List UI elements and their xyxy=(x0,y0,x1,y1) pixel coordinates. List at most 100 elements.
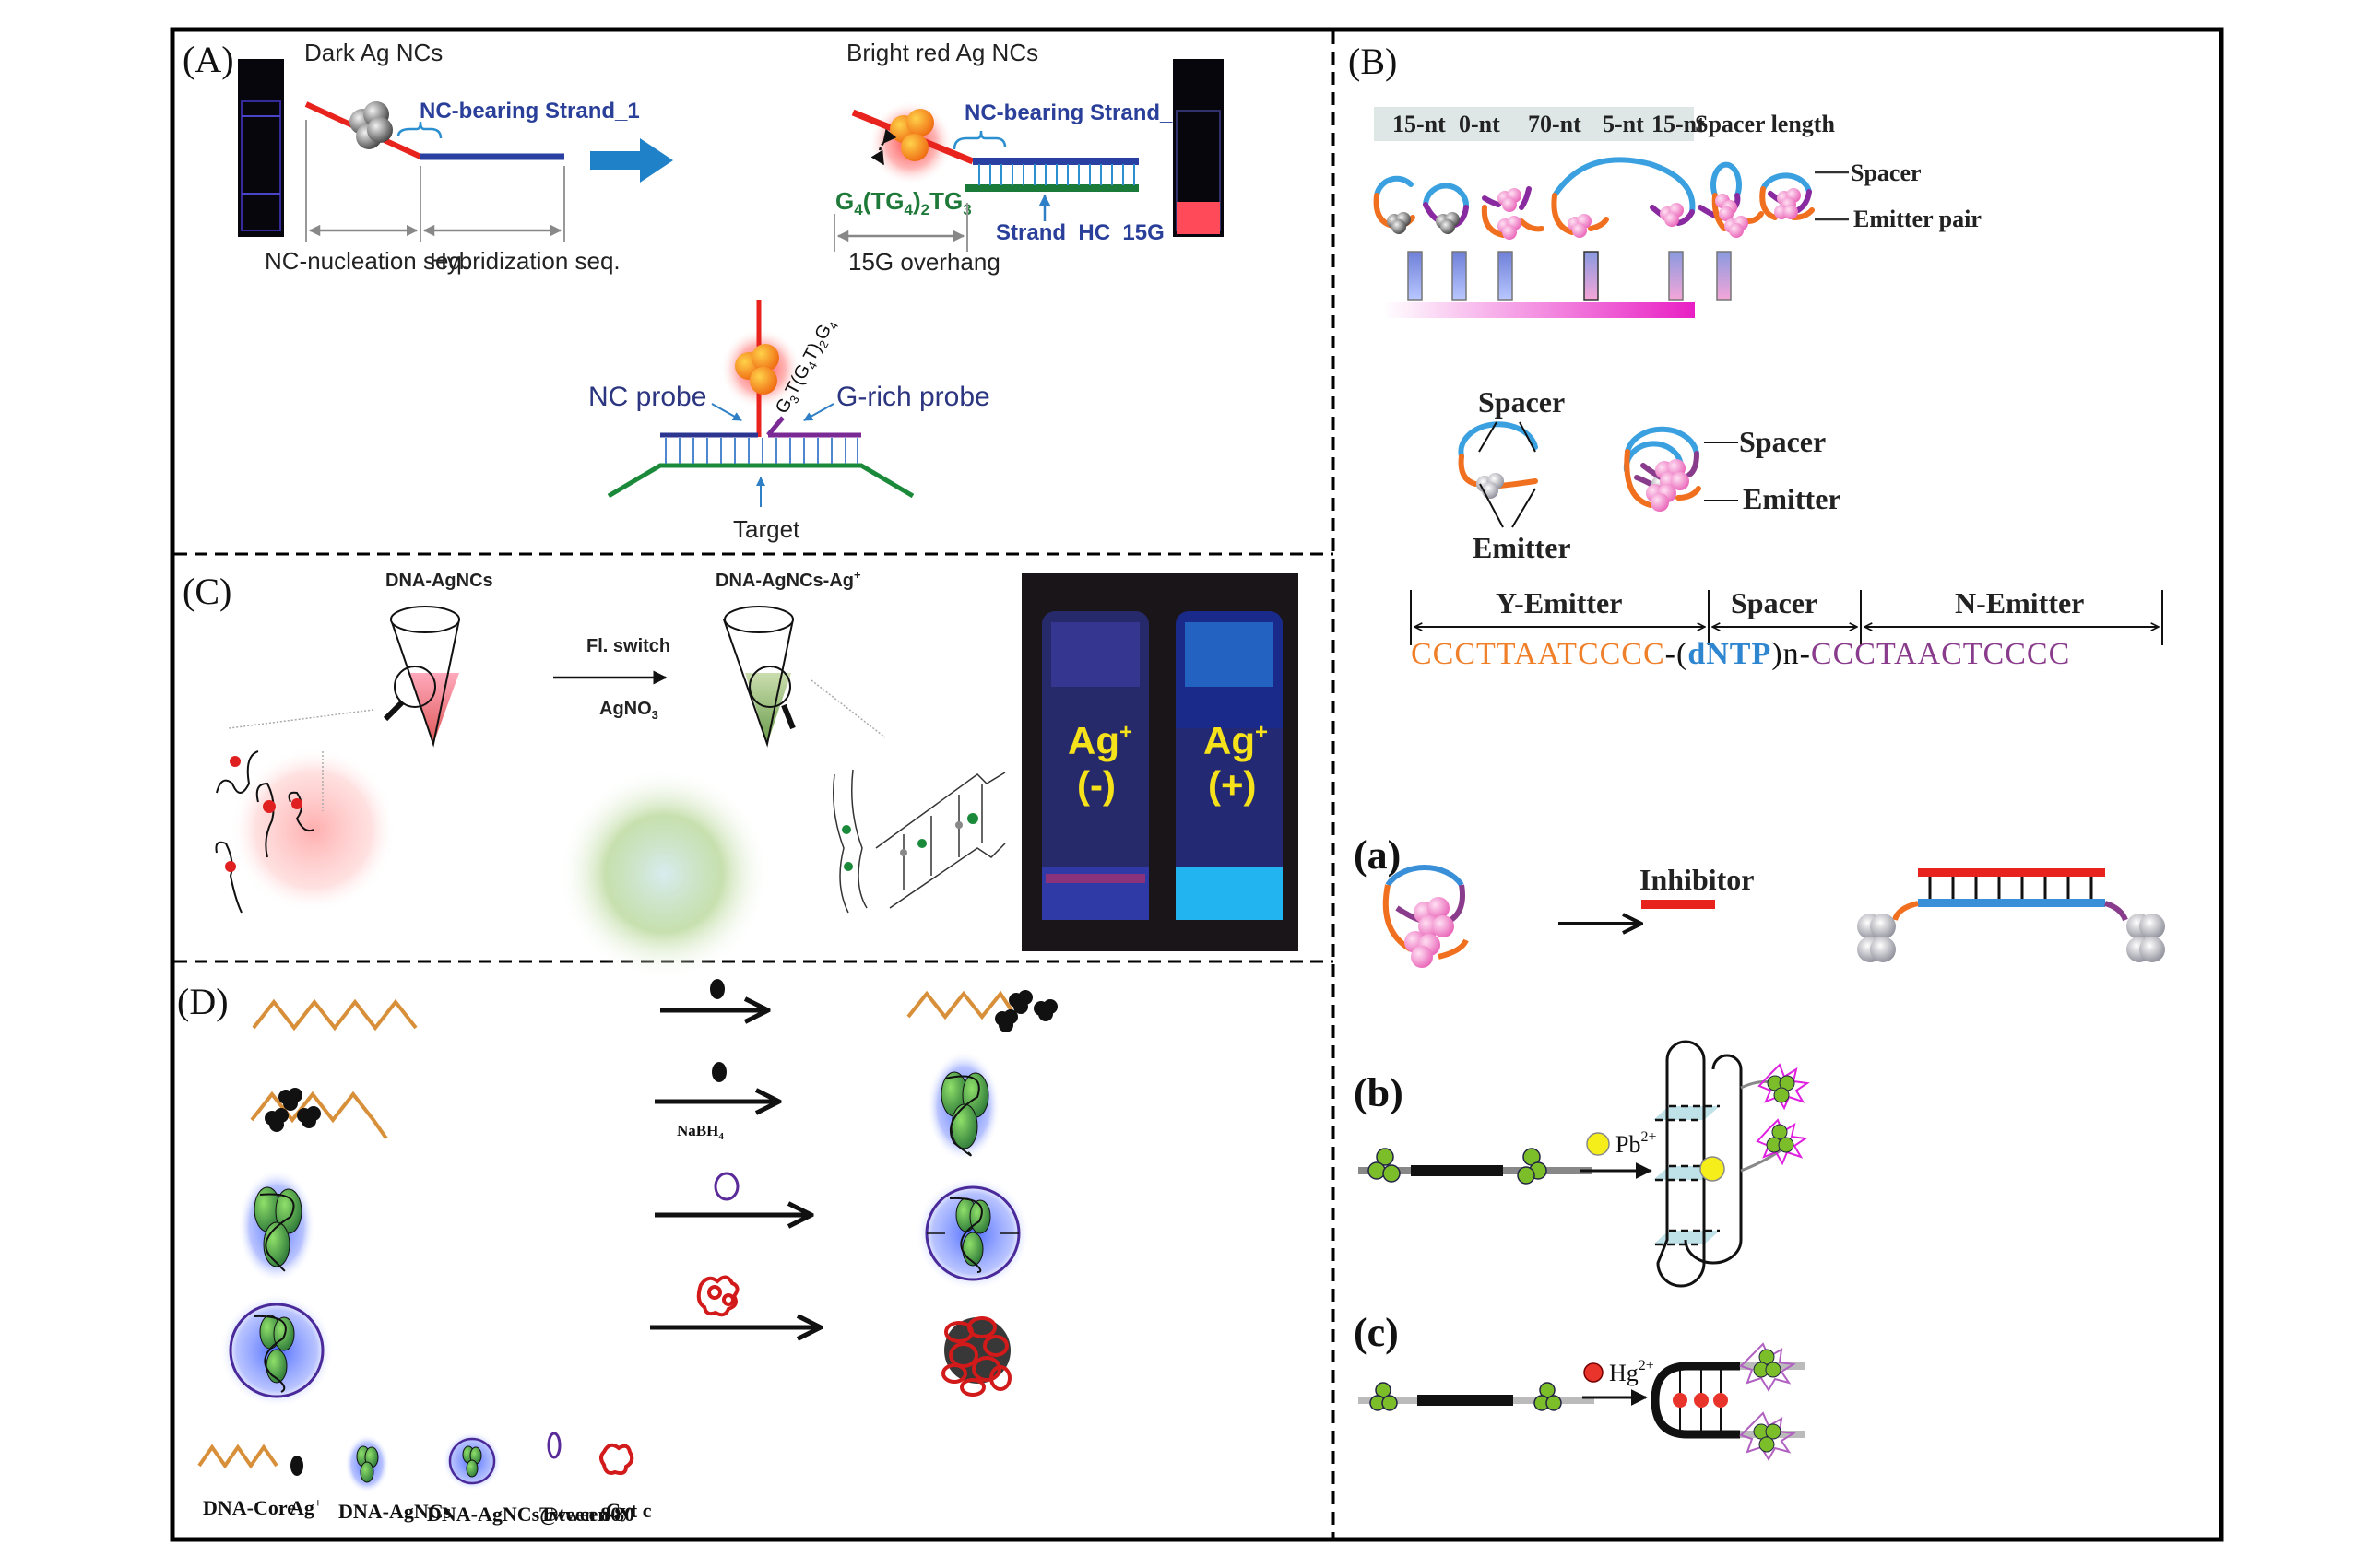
legend-dna-agnc-icon xyxy=(345,1434,389,1493)
seq-header-spacer: Spacer xyxy=(1731,586,1817,619)
red-cytc-reagent xyxy=(696,1275,740,1317)
panel-d-label: (D) xyxy=(177,981,229,1022)
legend-label-tween: Tween 80 xyxy=(539,1503,621,1526)
vial-left-ion: Ag+ xyxy=(1068,719,1132,762)
right-tube-title: DNA-AgNCs-Ag+ xyxy=(716,568,861,591)
inhibitor-strand xyxy=(1641,900,1715,909)
bright-ag-ncs-title: Bright red Ag NCs xyxy=(846,39,1038,66)
panel-c: (C) DNA-AgNCs DNA-AgNCs-Ag+ xyxy=(183,568,1298,980)
legend-label-dna-agncs: DNA-AgNCs xyxy=(338,1500,452,1523)
g-rich-probe-label: G-rich probe xyxy=(836,382,990,412)
spacer-length-0: 15-nt xyxy=(1392,111,1446,137)
spacer-length-1: 0-nt xyxy=(1459,111,1500,137)
green-dna-ladder xyxy=(833,769,1006,914)
seq-header-n-emitter: N-Emitter xyxy=(1955,586,2084,619)
panel-a: (A) Dark Ag NCs NC-bearing Strand_1 NC-n… xyxy=(183,39,1224,543)
legend-label-ag: Ag+ xyxy=(290,1496,322,1519)
vial-left-state: (-) xyxy=(1077,763,1116,807)
overhang-label: 15G overhang xyxy=(848,248,1000,276)
sub-a-closed-probe xyxy=(1382,865,1469,968)
spacer-length-title: Spacer length xyxy=(1695,111,1835,137)
vial-right-ion: Ag+ xyxy=(1203,719,1268,762)
g-quadruplex xyxy=(1653,1040,1785,1288)
sparkle-emitters-b xyxy=(1756,1063,1810,1166)
strand-brace xyxy=(396,121,443,139)
emitter-clusters xyxy=(1387,188,1801,240)
inhibitor-label: Inhibitor xyxy=(1639,863,1754,896)
dna-agnc-reactant xyxy=(238,1169,315,1283)
dna-agnc-product xyxy=(927,1051,1000,1161)
base-pairs xyxy=(978,164,1135,185)
emitter-sequence: CCCTTAATCCCC-(dNTP)n-CCCTAACTCCCC xyxy=(1411,637,2070,671)
legend-label-cytc: Cyt c xyxy=(606,1499,652,1522)
sub-c-linear-probe xyxy=(1358,1382,1594,1411)
target-label: Target xyxy=(733,515,800,543)
strand-brace-2 xyxy=(953,130,1007,150)
legend-tween-wrapped-icon xyxy=(443,1432,502,1491)
strand-label: NC-bearing Strand_1 xyxy=(420,99,640,124)
diagram-spacer-label: Spacer xyxy=(1478,385,1565,419)
diagram-emitter-label: Emitter xyxy=(1473,531,1571,564)
legend-tween-icon xyxy=(547,1432,562,1459)
red-tube-icon xyxy=(228,606,461,913)
pb-ion-icon xyxy=(1586,1132,1610,1156)
sub-c-label: (c) xyxy=(1354,1310,1399,1355)
nabh4-label: NaBH4 xyxy=(677,1122,724,1142)
figure-frame xyxy=(170,27,2224,1542)
sub-a-label: (a) xyxy=(1354,832,1401,878)
left-tube-title: DNA-AgNCs xyxy=(385,571,493,591)
seq-header-y-emitter: Y-Emitter xyxy=(1496,586,1622,619)
red-dna-clusters xyxy=(215,750,314,914)
dark-silver-cluster xyxy=(349,101,393,149)
spacer-length-3: 5-nt xyxy=(1603,111,1644,137)
dna-core-wave xyxy=(252,998,418,1032)
closed-emitter-diagram xyxy=(1624,426,1701,508)
hg-ion-icon xyxy=(1583,1362,1604,1383)
intensity-gradient-bar xyxy=(1383,302,1695,318)
panel-d: (D) NaBH4 xyxy=(177,979,1058,1526)
legend-label-dna-core: DNA-Core xyxy=(203,1496,296,1519)
panel-a-label: (A) xyxy=(183,39,234,80)
agno3-label: AgNO3 xyxy=(599,699,658,722)
target-probe-diagram xyxy=(607,300,915,507)
vial-right-state: (+) xyxy=(1208,763,1257,807)
panel-b-label: (B) xyxy=(1348,41,1397,82)
sub-a-open-probe xyxy=(1857,868,2165,962)
legend-spacer: Spacer xyxy=(1851,159,1922,186)
legend-label-tween-wrapped: DNA-AgNCs@tween 80 xyxy=(427,1503,634,1526)
pb-ion-label: Pb2+ xyxy=(1615,1129,1657,1158)
green-tube-icon xyxy=(558,606,886,980)
tween-wrapped-reactant xyxy=(219,1293,334,1408)
spacer-length-4: 15-nt xyxy=(1651,111,1705,137)
g-sequence-label: G4(TG4)2TG3 xyxy=(835,187,972,218)
dark-ag-ncs-title: Dark Ag NCs xyxy=(304,39,443,66)
nc-probe-label: NC probe xyxy=(588,382,706,412)
panel-c-label: (C) xyxy=(183,571,231,612)
legend-dna-core-icon xyxy=(197,1444,278,1469)
sparkle-emitters-c xyxy=(1739,1342,1796,1461)
dark-vial-photo xyxy=(238,59,284,237)
hg-ion-label: Hg2+ xyxy=(1609,1358,1654,1386)
sample-tubes xyxy=(1407,251,1732,301)
transition-arrow-icon xyxy=(590,138,673,183)
sub-b-linear-probe xyxy=(1358,1148,1592,1185)
ag-ions-bound xyxy=(995,990,1058,1032)
hc-strand-label: Strand_HC_15G xyxy=(996,220,1165,245)
legend-emitter-pair: Emitter pair xyxy=(1853,206,1982,232)
spacer-length-2: 70-nt xyxy=(1528,111,1581,137)
nucleation-seq-label: NC-nucleation seq. xyxy=(265,247,468,275)
vial-photo xyxy=(1022,573,1298,951)
spacer-length-band xyxy=(1374,107,1694,141)
cytc-quenched-product xyxy=(941,1316,1012,1397)
legend-cytc-icon xyxy=(599,1443,634,1476)
hybridization-seq-label: Hybridization seq. xyxy=(430,247,621,275)
fl-switch-label: Fl. switch xyxy=(586,636,670,656)
panel-b: (B) 15-nt 0-nt 70-nt 5-nt 15-nt Spacer l… xyxy=(1348,41,2165,1461)
strand-label-2: NC-bearing Strand_1 xyxy=(965,100,1185,125)
legend-ag-ion-icon xyxy=(290,1456,303,1476)
sub-b-label: (b) xyxy=(1354,1070,1403,1115)
flex-arrow-icon xyxy=(870,128,897,166)
diagram2-emitter-label: Emitter xyxy=(1743,482,1841,515)
tween-wrapped-product xyxy=(916,1176,1030,1291)
